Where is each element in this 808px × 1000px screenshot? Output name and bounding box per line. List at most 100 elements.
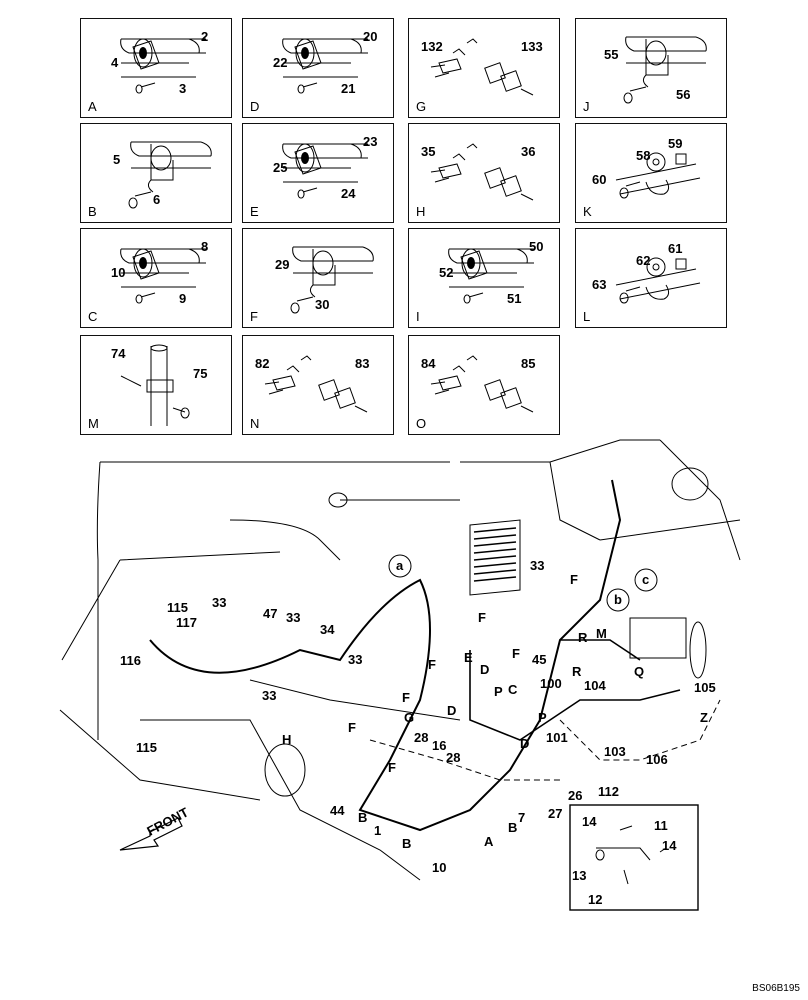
main-callout: P	[494, 684, 503, 699]
part-callout: 4	[111, 55, 119, 70]
circle-callout-label: a	[396, 558, 404, 573]
main-callout: F	[348, 720, 356, 735]
main-callout: 115	[167, 600, 188, 615]
panel-letter: E	[250, 204, 259, 219]
main-callout: F	[388, 760, 396, 775]
main-callout: F	[478, 610, 486, 625]
part-callout: 51	[507, 291, 521, 306]
part-callout: 75	[193, 366, 207, 381]
panel-letter: C	[88, 309, 98, 324]
panel-drawing: 29 30	[275, 246, 374, 314]
main-callout: Z	[700, 710, 708, 725]
part-callout: 52	[439, 265, 453, 280]
panel-letter: J	[583, 99, 590, 114]
part-callout: 84	[421, 356, 436, 371]
main-callout: G	[404, 710, 414, 725]
main-callout: 115	[136, 740, 157, 755]
part-callout: 55	[604, 47, 618, 62]
panel-letter: K	[583, 204, 592, 219]
panel-letter: O	[416, 416, 427, 431]
main-callout: F	[428, 657, 436, 672]
main-callout: 45	[532, 652, 546, 667]
main-callout: B	[402, 836, 411, 851]
main-callout: 112	[598, 784, 619, 799]
main-callout: 7	[518, 810, 525, 825]
part-callout: 6	[153, 192, 160, 207]
part-callout: 3	[179, 81, 186, 96]
panel-letter: N	[250, 416, 260, 431]
part-callout: 21	[341, 81, 355, 96]
part-callout: 30	[315, 297, 329, 312]
part-callout: 85	[521, 356, 535, 371]
part-callout: 82	[255, 356, 269, 371]
main-callout: F	[402, 690, 410, 705]
part-callout: 29	[275, 257, 289, 272]
main-callout: 1	[374, 823, 381, 838]
panel-letter: I	[416, 309, 420, 324]
part-callout: 132	[421, 39, 443, 54]
part-callout: 24	[341, 186, 356, 201]
main-callout: 116	[120, 653, 141, 668]
main-callout: 26	[568, 788, 582, 803]
main-callout: 44	[330, 803, 345, 818]
part-callout: 22	[273, 55, 287, 70]
main-callout: D	[520, 736, 529, 751]
panel-drawing: 2 4 3	[111, 29, 208, 96]
part-callout: 56	[676, 87, 690, 102]
part-callout: 23	[363, 134, 377, 149]
part-callout: 74	[111, 346, 126, 361]
part-callout: 59	[668, 136, 682, 151]
circle-callout-label: c	[642, 572, 649, 587]
main-callout: R	[578, 630, 588, 645]
part-callout: 50	[529, 239, 543, 254]
part-callout: 36	[521, 144, 535, 159]
main-callout: 106	[646, 752, 668, 767]
inset-callout: 11	[654, 818, 668, 833]
circle-callout	[388, 554, 412, 578]
main-callout: C	[508, 682, 518, 697]
main-callout: 105	[694, 680, 716, 695]
main-callout: 33	[212, 595, 226, 610]
panel-drawing: 55 56	[604, 36, 707, 104]
main-callout: F	[570, 572, 578, 587]
panel-letter: F	[250, 309, 258, 324]
front-arrow	[119, 817, 183, 851]
main-callout: 47	[263, 606, 277, 621]
main-callout: B	[508, 820, 517, 835]
panel-letter: M	[88, 416, 99, 431]
main-callout: R	[572, 664, 582, 679]
main-callout: 33	[530, 558, 544, 573]
part-callout: 9	[179, 291, 186, 306]
circle-callout	[634, 568, 658, 592]
main-callout: 101	[546, 730, 568, 745]
main-callout: 34	[320, 622, 335, 637]
inset-callout: 13	[572, 868, 586, 883]
main-callout: 28	[446, 750, 460, 765]
panel-letter: H	[416, 204, 426, 219]
panel-letter: D	[250, 99, 260, 114]
main-callout: D	[447, 703, 456, 718]
part-callout: 2	[201, 29, 208, 44]
main-callout: 16	[432, 738, 446, 753]
circle-callout-label: b	[614, 592, 622, 607]
main-callout: 117	[176, 615, 197, 630]
front-arrow-label: FRONT	[144, 804, 191, 838]
part-callout: 8	[201, 239, 208, 254]
